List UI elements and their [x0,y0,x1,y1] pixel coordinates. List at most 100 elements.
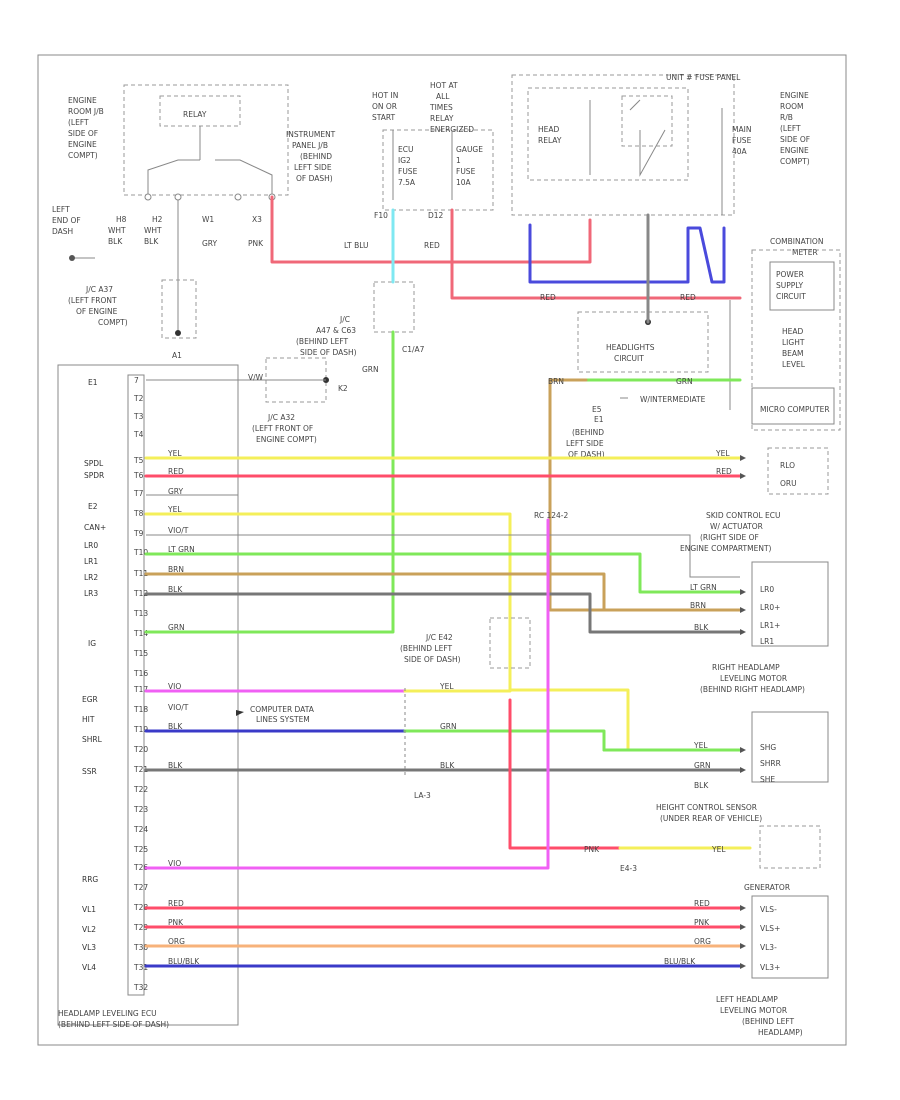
svg-text:VL2: VL2 [82,925,96,934]
svg-text:T8: T8 [133,509,144,518]
svg-text:BRN: BRN [168,565,184,574]
svg-text:YEL: YEL [439,682,454,691]
wire-violet-rrg [144,518,550,870]
svg-text:RED: RED [424,241,440,250]
svg-text:VL1: VL1 [82,905,96,914]
generator: GENERATOR VLS-VLS+VL3-VL3+ LEFT HEADLAMP… [716,883,829,1037]
svg-text:BRN: BRN [690,601,706,610]
svg-text:K2: K2 [338,384,348,393]
svg-text:T28: T28 [133,903,148,912]
svg-text:SSR: SSR [82,767,97,776]
svg-text:VIO: VIO [168,859,181,868]
svg-text:RED: RED [680,293,696,302]
svg-text:BLK: BLK [168,761,183,770]
svg-text:VL3+: VL3+ [760,963,780,972]
svg-text:T2: T2 [133,394,144,403]
headlamp-leveling-ecu: E1 SPDL SPDR E2 CAN+ LR0 LR1 LR2 LR3 IG … [57,364,239,1029]
svg-text:HEIGHT CONTROL SENSOR(UNDER RE: HEIGHT CONTROL SENSOR(UNDER REAR OF VEHI… [656,803,762,823]
svg-text:SHRR: SHRR [760,759,781,768]
svg-text:RED: RED [694,899,710,908]
svg-text:MICRO COMPUTER: MICRO COMPUTER [760,405,830,414]
svg-text:GENERATOR: GENERATOR [744,883,790,892]
wire-blue-relay [528,223,726,284]
svg-text:LA-3: LA-3 [414,791,431,800]
svg-text:T27: T27 [133,883,148,892]
svg-text:EGR: EGR [82,695,98,704]
svg-text:LT BLU: LT BLU [344,241,369,250]
svg-text:E1: E1 [88,378,98,387]
svg-text:T9: T9 [133,529,144,538]
svg-text:T5: T5 [133,456,144,465]
svg-text:A1: A1 [172,351,182,360]
wire-red-top [270,195,532,264]
svg-text:E2: E2 [88,502,98,511]
wire-gray-lr3 [144,592,742,634]
svg-text:BLK: BLK [694,623,709,632]
svg-text:T22: T22 [133,785,148,794]
svg-text:VIO: VIO [168,682,181,691]
svg-text:T14: T14 [133,629,148,638]
svg-text:T7: T7 [133,489,144,498]
wire-green-ig [144,330,395,634]
svg-text:BLK: BLK [168,585,183,594]
svg-text:UNIT # FUSE PANEL: UNIT # FUSE PANEL [666,73,741,82]
diagram-frame [37,54,847,1046]
svg-text:T19: T19 [133,725,148,734]
svg-text:PNK: PNK [168,918,184,927]
svg-text:VIO/T: VIO/T [168,703,189,712]
svg-text:T13: T13 [133,609,148,618]
wire-ltgrn [144,552,742,594]
svg-text:BLK: BLK [694,781,709,790]
svg-text:T12: T12 [133,589,148,598]
svg-text:T11: T11 [133,569,148,578]
svg-text:IG: IG [88,639,96,648]
wire-brown [548,378,742,612]
svg-text:LR2: LR2 [84,573,98,582]
svg-text:RED: RED [168,899,184,908]
svg-text:W/INTERMEDIATE: W/INTERMEDIATE [640,395,706,404]
svg-text:T25: T25 [133,845,148,854]
svg-text:SPDR: SPDR [84,471,104,480]
svg-text:T18: T18 [133,705,148,714]
svg-text:VLS+: VLS+ [760,924,780,933]
svg-text:VL3: VL3 [82,943,96,952]
relay-label: RELAY [183,110,207,119]
svg-text:BLK: BLK [168,722,183,731]
svg-text:T3: T3 [133,412,144,421]
svg-text:T24: T24 [133,825,148,834]
svg-text:T17: T17 [133,685,148,694]
svg-text:T31: T31 [133,963,148,972]
svg-text:GRN: GRN [676,377,693,386]
svg-text:T23: T23 [133,805,148,814]
svg-text:HEADLAMP LEVELING ECU(BEHIND L: HEADLAMP LEVELING ECU(BEHIND LEFT SIDE O… [58,1009,169,1029]
svg-text:RED: RED [168,467,184,476]
svg-text:7: 7 [134,376,139,385]
svg-text:VLS-: VLS- [760,905,777,914]
svg-text:PNK: PNK [694,918,710,927]
svg-text:RRG: RRG [82,875,98,884]
svg-text:LR1: LR1 [84,557,98,566]
